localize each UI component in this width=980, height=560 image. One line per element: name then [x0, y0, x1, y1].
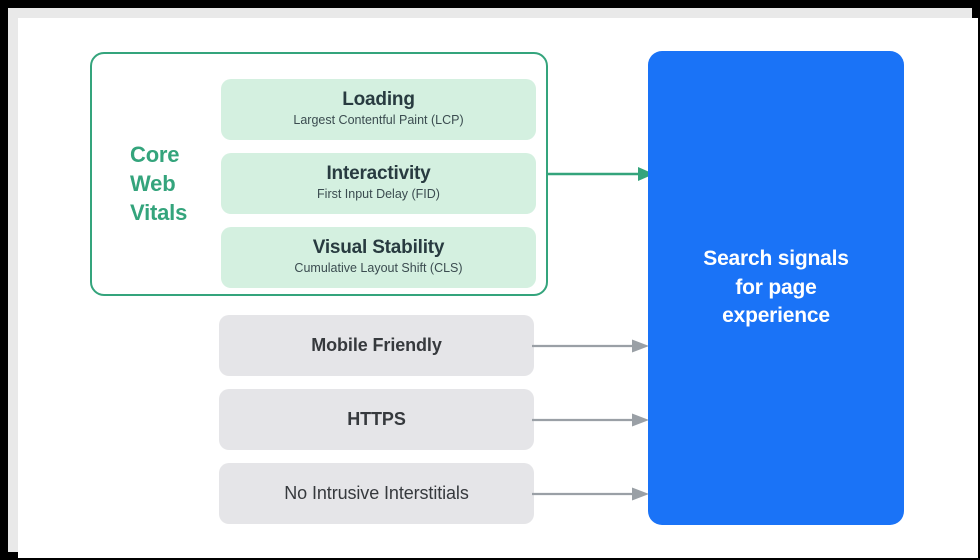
outcome-panel-label: Search signals for page experience	[703, 247, 849, 328]
diagram-canvas: Core Web Vitals Loading Largest Contentf…	[18, 18, 978, 558]
arrow-no-intrusive-interstitials-to-outcome	[532, 487, 649, 501]
metric-card-loading: Loading Largest Contentful Paint (LCP)	[221, 79, 536, 140]
metric-subtitle: Largest Contentful Paint (LCP)	[293, 113, 464, 128]
metric-subtitle: Cumulative Layout Shift (CLS)	[294, 261, 463, 276]
signal-card-no-intrusive-interstitials: No Intrusive Interstitials	[219, 463, 534, 524]
core-web-vitals-group: Core Web Vitals Loading Largest Contentf…	[90, 52, 548, 296]
metric-card-interactivity: Interactivity First Input Delay (FID)	[221, 153, 536, 214]
frame-bevel: Core Web Vitals Loading Largest Contentf…	[8, 8, 978, 558]
metric-title: Loading	[342, 88, 415, 110]
metric-title: Visual Stability	[312, 236, 445, 258]
arrow-mobile-friendly-to-outcome	[532, 339, 649, 353]
core-web-vitals-label: Core Web Vitals	[130, 142, 188, 226]
metric-title: Interactivity	[326, 162, 431, 184]
signal-card-https: HTTPS	[219, 389, 534, 450]
signal-card-mobile-friendly: Mobile Friendly	[219, 315, 534, 376]
arrow-core-web-vitals-to-outcome	[546, 167, 654, 181]
metric-card-visual-stability: Visual Stability Cumulative Layout Shift…	[221, 227, 536, 288]
arrow-https-to-outcome	[532, 413, 649, 427]
metric-subtitle: First Input Delay (FID)	[317, 187, 440, 202]
outcome-panel: Search signals for page experience	[648, 51, 904, 525]
